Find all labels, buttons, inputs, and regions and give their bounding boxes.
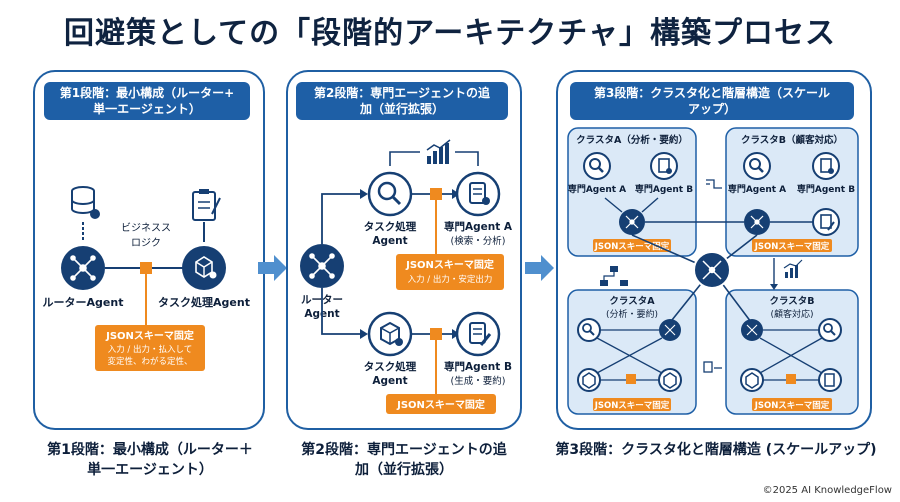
agent-a-label-2: (検索・分析) [451,235,506,247]
magnifier-icon [749,158,764,173]
document-pen-icon [820,214,835,231]
document-icon [703,361,722,373]
cluster-b-top-schema: JSONスキーマ固定 [754,241,830,252]
hub-icon [746,324,758,336]
hierarchy-icon [600,266,628,286]
business-logic-label-2: ロジク [131,237,161,249]
schema-box [95,325,205,371]
magnifier-icon [582,323,595,336]
stage-arrow-2 [525,255,554,281]
transfer-icon [706,179,722,189]
stage2-header: 第2段階：専門エージェントの追 加（並行拡張） [296,82,508,120]
bar-chart-icon [426,139,451,164]
box-gear-icon [195,256,217,279]
magnifier-icon [823,323,836,336]
task-bottom-label-2: Agent [372,375,407,387]
cluster-a-agent-b: 専門Agent B [635,183,693,195]
schema-line2: 変定性、わがる定性、 [107,356,192,367]
hub-icon [70,255,96,281]
schema-box-bottom [386,394,496,414]
box-gear-icon [582,372,596,389]
magnifier-icon [377,181,402,206]
cluster-b-agent-a: 専門Agent A [728,183,786,195]
cluster-b-bottom-schema: JSONスキーマ固定 [754,400,830,411]
document-gear-icon [469,182,490,205]
stage3-header: 第3段階：クラスタ化と階層構造（スケール アップ） [570,82,854,120]
schema-title: JSONスキーマ固定 [105,329,194,342]
document-pen-icon [469,322,492,346]
hub-icon [750,215,764,229]
box-gear-icon [380,321,403,346]
cluster-a-bottom-title: クラスタA [609,295,655,307]
page-title: 回避策としての「段階的アーキテクチャ」構築プロセス [64,16,836,51]
magnifier-icon [589,158,604,173]
stage1-header: 第1段階：最小構成（ルーター+ 単一エージェント） [44,82,250,120]
database-icon [71,186,100,219]
cluster-a-bottom [567,289,697,415]
document-gear-icon [658,158,672,174]
stage-arrow-1 [258,255,287,281]
task-top-label: タスク処理 [364,220,417,233]
schema-box [396,254,504,290]
hub-icon [702,260,722,280]
hub-icon [625,215,639,229]
business-logic-label: ビジネスス [121,222,171,234]
cluster-a-top-schema: JSONスキーマ固定 [594,241,670,252]
copyright-footer: ©2025 AI KnowledgeFlow [762,485,892,496]
agent-b-label: 専門Agent B [444,360,512,373]
agent-a-label: 専門Agent A [444,220,513,233]
stage3-caption: 第3段階：クラスタ化と階層構造 (スケールアップ) [555,442,877,458]
schema-bottom-label: JSONスキーマ固定 [396,398,485,411]
stage1-caption: 第1段階：最小構成（ルーター＋ 単一エージェント） [47,442,253,478]
stage2-caption: 第2段階：専門エージェントの追 加（並行拡張） [301,442,507,478]
cluster-b-agent-b: 専門Agent B [797,183,855,195]
agent-b-label-2: (生成・要約) [451,375,506,387]
router-agent-label: ルーターAgent [43,296,124,309]
hub-icon [309,253,335,279]
cluster-b-bottom-title: クラスタB [769,295,814,307]
cluster-b-top-title: クラスタB（顧客対応） [741,134,843,146]
box-gear-icon [745,372,759,389]
bar-chart-icon [783,259,803,278]
clipboard-icon [192,189,221,221]
task-bottom-label: タスク処理 [364,360,417,373]
schema-title: JSONスキーマ固定 [405,258,494,271]
box-gear-icon [663,372,677,389]
cluster-a-agent-a: 専門Agent A [568,183,626,195]
document-gear-icon [820,158,834,174]
schema-sub: 入力 / 出力・安定出力 [408,274,493,285]
cluster-a-bottom-schema: JSONスキーマ固定 [594,400,670,411]
document-pen-icon [824,373,835,387]
cluster-a-bottom-sub: (分析・要約) [606,308,658,320]
task-agent-label: タスク処理Agent [158,295,250,309]
hub-icon [664,324,676,336]
cluster-b-bottom [725,289,859,415]
cluster-a-top-title: クラスタA（分析・要約） [576,134,688,146]
schema-line1: 入力 / 出力・払入して [108,344,193,355]
cluster-b-bottom-sub: (顧客対応) [770,308,813,320]
task-top-label-2: Agent [372,235,407,247]
